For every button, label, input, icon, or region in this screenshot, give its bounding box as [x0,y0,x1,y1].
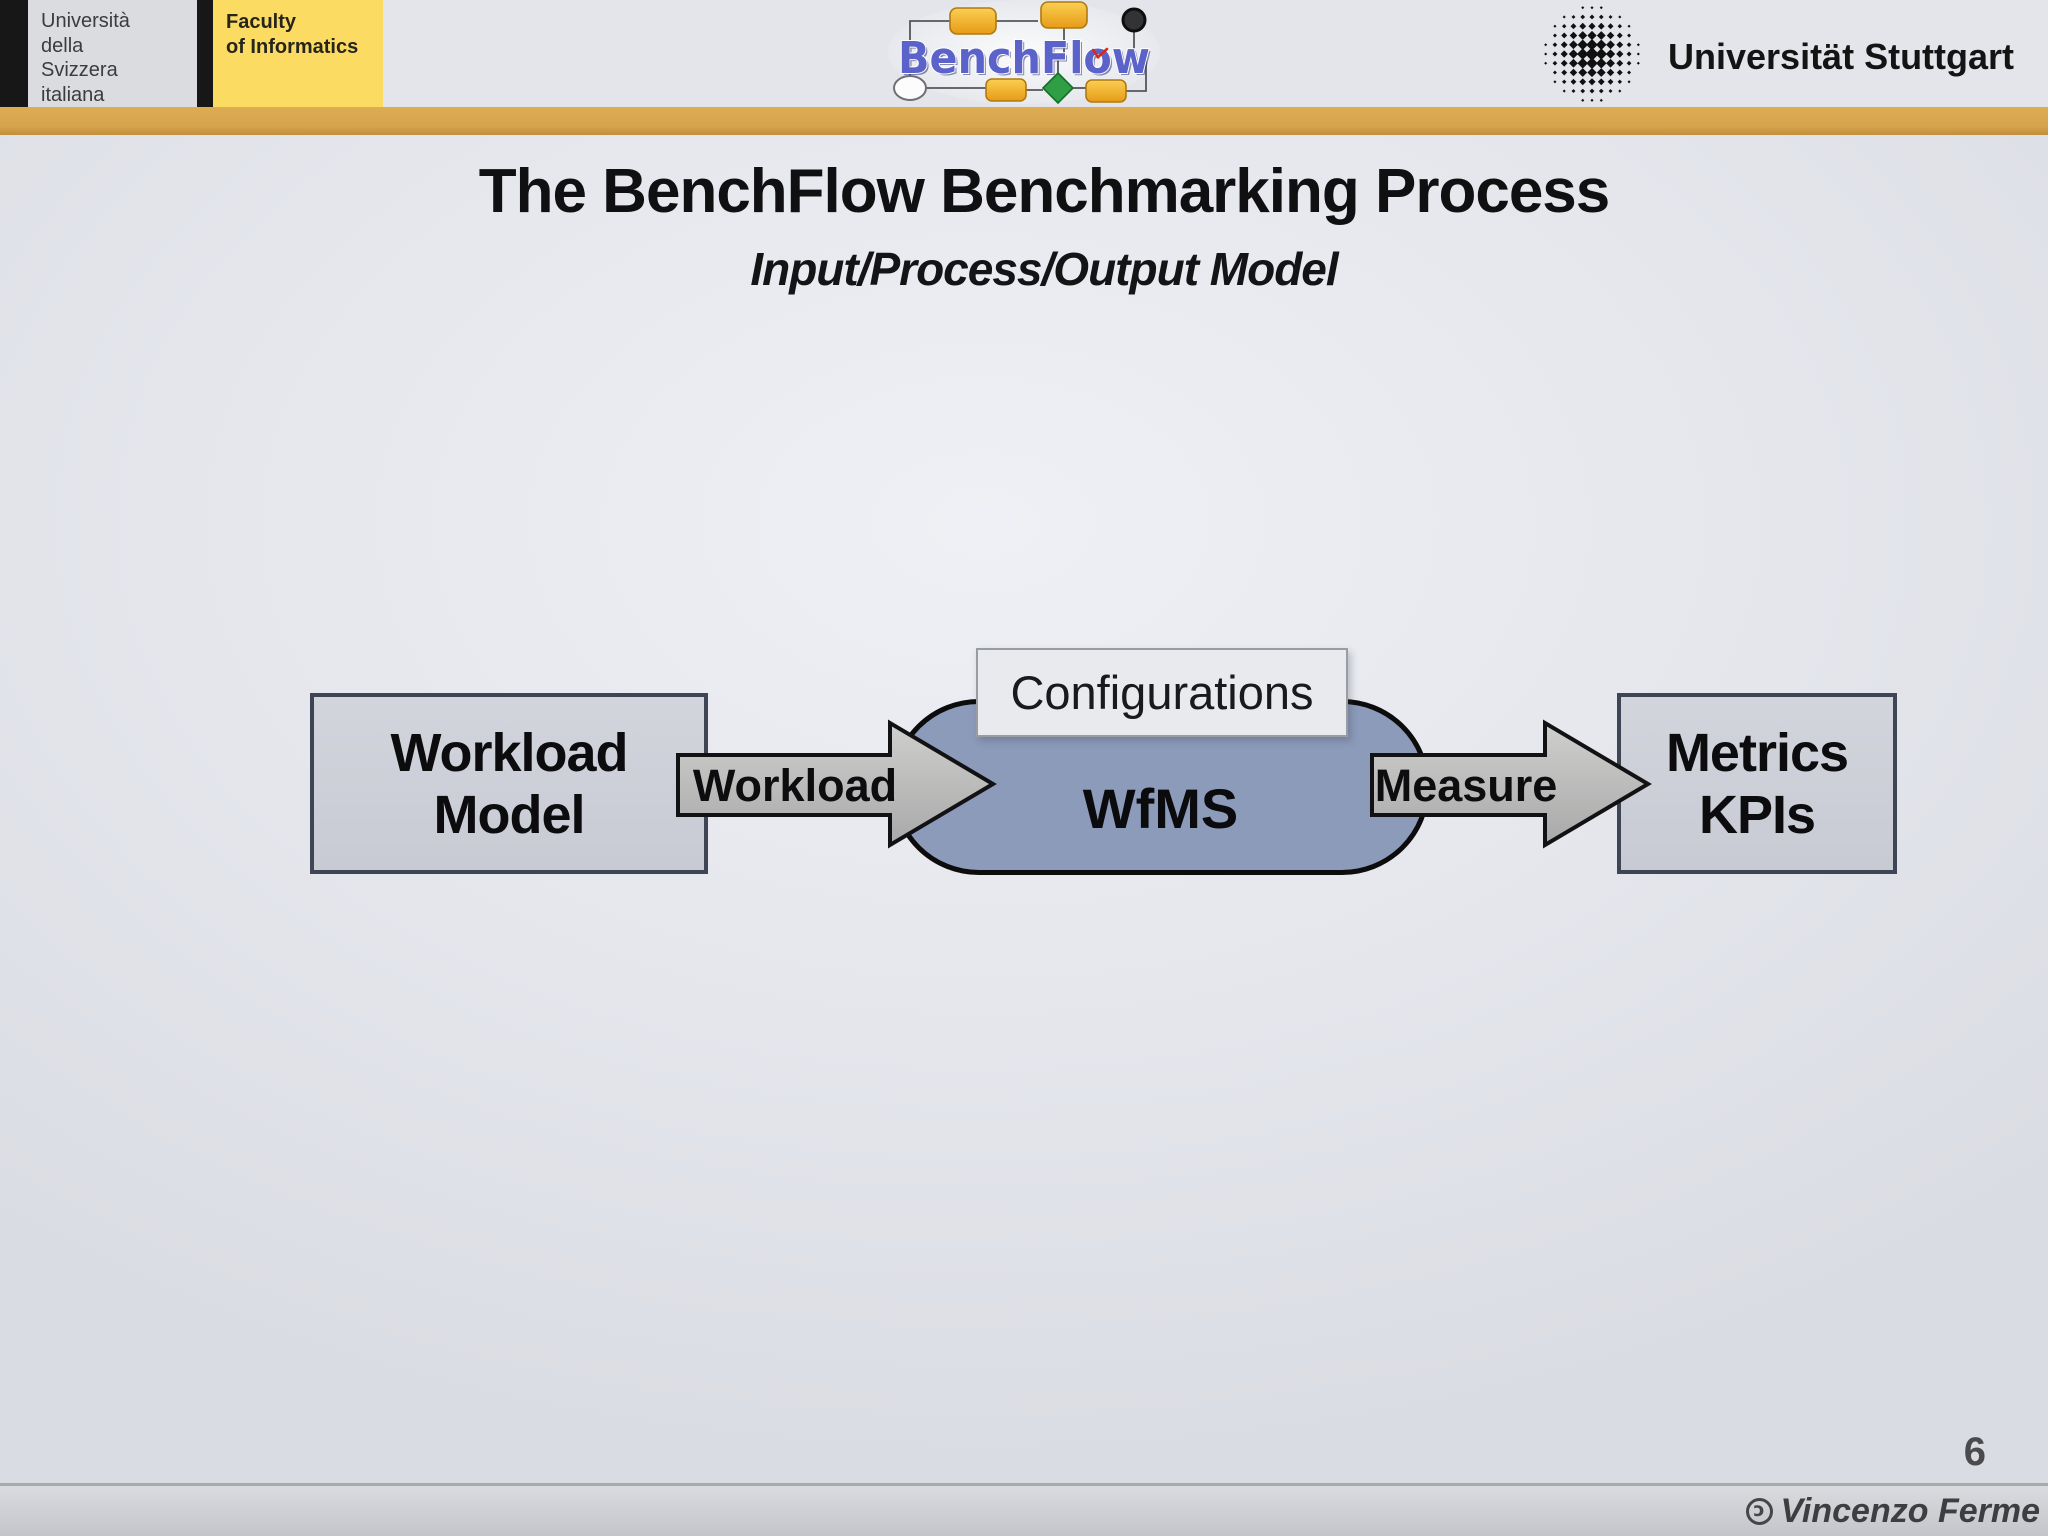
page-title: The BenchFlow Benchmarking Process [478,157,1611,226]
benchflow-logo-text: BenchFlow [898,33,1150,84]
logo-start-event-icon [893,75,927,101]
faculty-of-informatics-logo: Faculty of Informatics [213,0,383,107]
metrics-kpis-label-line: Metrics [1665,722,1849,783]
usi-logo-line: della [41,34,84,57]
logo-gateway-icon [1041,71,1075,104]
metrics-kpis-node: Metrics KPIs [1617,693,1897,874]
usi-logo-black-bar [0,0,28,107]
usi-logo-line: Università [41,10,130,32]
configurations-label: Configurations [1010,666,1314,719]
logo-task-icons [949,1,1127,103]
usi-logo-divider-bar [197,0,213,107]
gold-stripe [0,107,2048,135]
page-number: 6 [1963,1430,1986,1474]
copyleft-icon: ɔ [1745,1497,1773,1525]
workload-model-node: Workload Model [310,693,708,874]
footer-bar: ɔ Vincenzo Ferme [0,1486,2048,1536]
wfms-label: WfMS [1082,776,1239,840]
logo-flow-lines [909,20,1147,92]
stuttgart-dots-icon [1544,6,1640,102]
footer-author: Vincenzo Ferme [1780,1491,2040,1530]
workload-model-label-line: Model [433,784,586,845]
page-subtitle: Input/Process/Output Model [750,243,1338,295]
header-bar: Università della Svizzera italiana Facul… [0,0,2048,107]
metrics-kpis-label-line: KPIs [1698,784,1816,845]
configurations-label-box: Configurations [976,648,1348,737]
usi-logo-line: italiana [41,83,105,106]
benchflow-logo-text-shadow: BenchFlow [900,35,1152,86]
logo-end-event-icon [1121,7,1147,33]
faculty-line: of Informatics [226,36,359,58]
footer-divider [0,1483,2048,1486]
usi-logo: Università della Svizzera italiana [28,0,197,107]
benchflow-logo: BenchFlow BenchFlow [888,0,1160,104]
workload-arrow-label: Workload [693,760,897,811]
stuttgart-logo-text: Universität Stuttgart [1668,36,2015,77]
usi-logo-line: Svizzera [41,59,118,81]
workload-model-label-line: Workload [390,722,628,783]
faculty-line: Faculty [226,11,297,33]
logo-clock-hands [1091,47,1109,59]
